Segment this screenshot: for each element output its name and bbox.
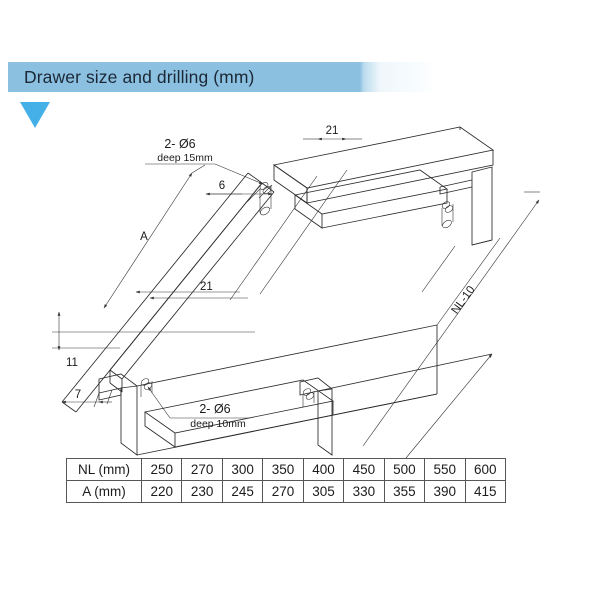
dimension-label-7: 7 [75, 389, 81, 401]
row-header-nl: NL (mm) [66, 458, 142, 481]
cell-a-5: 330 [343, 480, 385, 503]
cell-a-2: 245 [221, 480, 264, 503]
drill-hole-upper-left [259, 182, 272, 216]
callout-lower-label: 2- Ø6 [199, 402, 230, 416]
table-row-a: A (mm) 220 230 245 270 305 330 355 390 4… [66, 480, 506, 503]
cell-a-0: 220 [140, 480, 183, 503]
callout-lower: 2- Ø6 deep 10mm [147, 386, 250, 430]
header-banner: Drawer size and drilling (mm) [8, 62, 436, 92]
cell-a-4: 305 [302, 480, 345, 503]
callout-upper: 2- Ø6 deep 15mm [145, 137, 264, 185]
cell-nl-7: 550 [424, 458, 466, 481]
callout-upper-label: 2- Ø6 [164, 137, 195, 151]
right-bracket [440, 167, 492, 245]
dimension-7: 7 [61, 389, 113, 408]
drill-hole-front-right [302, 388, 315, 407]
left-outer-rail [62, 173, 262, 412]
dimension-label-6: 6 [219, 180, 225, 192]
triangle-down-icon [20, 102, 50, 128]
cell-nl-3: 350 [262, 458, 304, 481]
dimension-label-21-top: 21 [326, 125, 339, 137]
technical-drawing: 21 6 21 A 11 7 [0, 110, 600, 460]
cell-nl-2: 300 [221, 458, 264, 481]
callout-upper-sublabel: deep 15mm [157, 152, 213, 164]
page-title: Drawer size and drilling (mm) [24, 67, 255, 87]
cell-a-6: 355 [383, 480, 426, 503]
cell-nl-4: 400 [302, 458, 345, 481]
left-side-runner [110, 183, 274, 392]
dimension-label-NL-10: NL-10 [450, 284, 478, 316]
dimension-21-top: 21 [229, 125, 362, 301]
table-row-nl: NL (mm) 250 270 300 350 400 450 500 550 … [66, 458, 506, 481]
dimension-6: 6 [205, 180, 273, 203]
header-banner-background [8, 62, 436, 92]
dimension-label-11: 11 [66, 357, 78, 369]
dimension-label-21-mid: 21 [200, 281, 213, 293]
cell-nl-8: 600 [464, 458, 506, 481]
cell-a-1: 230 [181, 480, 223, 503]
dimension-A: A [103, 164, 206, 309]
cell-nl-0: 250 [140, 458, 183, 481]
rear-inner-bar [295, 170, 447, 228]
spec-table-container: NL (mm) 250 270 300 350 400 450 500 550 … [66, 458, 506, 503]
rear-rail [274, 127, 493, 203]
drawing-canvas: 21 6 21 A 11 7 [52, 125, 540, 459]
dimension-NL-10: NL-10 [362, 191, 540, 459]
dimension-label-A: A [140, 231, 148, 243]
drawer-size-table: NL (mm) 250 270 300 350 400 450 500 550 … [66, 458, 506, 503]
callout-lower-sublabel: deep 10mm [190, 418, 246, 430]
dimension-11: 11 [52, 311, 255, 369]
drill-hole-front-left [140, 378, 153, 397]
table-body: NL (mm) 250 270 300 350 400 450 500 550 … [66, 458, 506, 503]
cell-a-7: 390 [424, 480, 466, 503]
dimension-21-mid: 21 [135, 281, 248, 300]
cell-nl-1: 270 [181, 458, 223, 481]
cell-a-8: 415 [464, 480, 506, 503]
cell-nl-6: 500 [383, 458, 426, 481]
drill-hole-rear-right [441, 201, 454, 229]
front-left-bracket [99, 374, 137, 455]
cell-nl-5: 450 [343, 458, 385, 481]
base-panel-outline [137, 325, 492, 455]
row-header-a: A (mm) [66, 480, 142, 503]
cell-a-3: 270 [262, 480, 304, 503]
